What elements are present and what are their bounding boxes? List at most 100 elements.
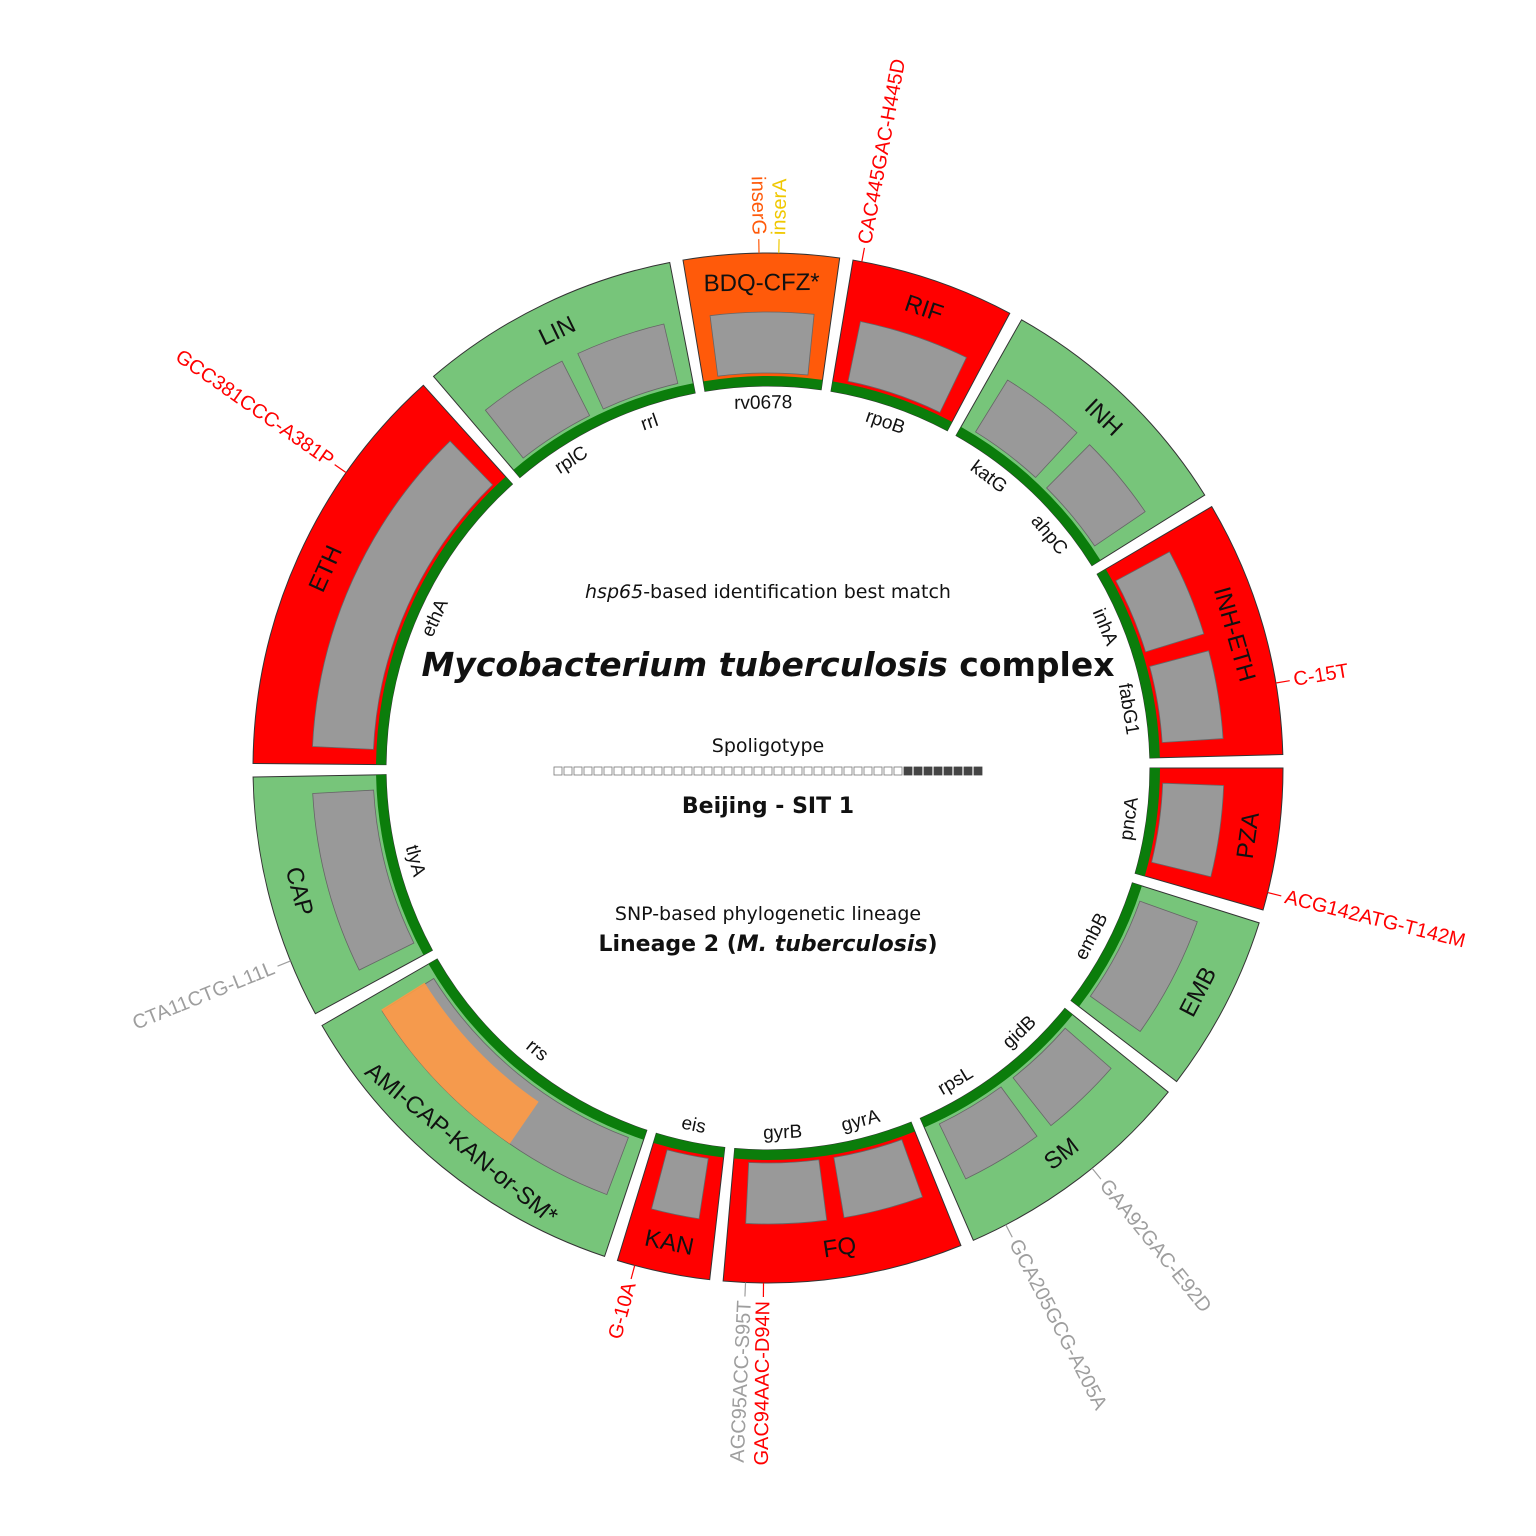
spacer-cell bbox=[783, 766, 793, 776]
drug-label-pza: PZA bbox=[1232, 811, 1265, 861]
gene-label-rrs: rrs bbox=[522, 1036, 552, 1066]
lineage-title: SNP-based phylogenetic lineage bbox=[615, 903, 921, 925]
lineage-italic: M. tuberculosis bbox=[737, 932, 928, 957]
coverage-etha bbox=[312, 440, 494, 750]
spacer-cell bbox=[683, 766, 693, 776]
lineage-prefix: Lineage 2 ( bbox=[598, 932, 736, 957]
spacer-cell bbox=[703, 766, 713, 776]
spacer-cell bbox=[593, 766, 603, 776]
spacer-cell bbox=[793, 766, 803, 776]
mutation-gca205gcg-a205a: GCA205GCG-A205A bbox=[1004, 1236, 1111, 1414]
spoligotype-title: Spoligotype bbox=[712, 735, 824, 757]
mutation-inserg: inserG bbox=[747, 176, 770, 235]
spacer-cell bbox=[813, 766, 823, 776]
spacer-cell bbox=[663, 766, 673, 776]
gene-track bbox=[1135, 768, 1161, 877]
spacer-cell bbox=[753, 766, 763, 776]
gene-track bbox=[653, 1133, 725, 1158]
spacer-cell bbox=[883, 766, 893, 776]
mutation-gaa92gac-e92d: GAA92GAC-E92D bbox=[1095, 1175, 1216, 1317]
spacer-cell bbox=[583, 766, 593, 776]
sector-pza: pncA PZA bbox=[1116, 767, 1284, 911]
spacer-cell bbox=[923, 766, 933, 776]
spacer-cell bbox=[913, 766, 923, 776]
gene-track bbox=[376, 774, 433, 956]
gene-label-rpob: rpoB bbox=[863, 406, 908, 439]
spacer-cell bbox=[853, 766, 863, 776]
mutation-cac445gac-h445d: CAC445GAC-H445D bbox=[854, 57, 910, 246]
gene-track bbox=[1097, 569, 1160, 759]
gene-track bbox=[513, 383, 696, 478]
sector-background bbox=[955, 319, 1206, 567]
gene-label-fabg1: fabG1 bbox=[1114, 682, 1143, 736]
coverage-rv0678 bbox=[709, 311, 815, 377]
center-info: hsp65-based identification best match My… bbox=[421, 581, 1114, 957]
spacer-cell bbox=[803, 766, 813, 776]
mutation-cta11ctg-l11l: CTA11CTG-L11L bbox=[130, 957, 278, 1034]
gene-track bbox=[733, 1122, 915, 1160]
spoligotype-name: Beijing - SIT 1 bbox=[682, 794, 854, 819]
spacer-cell bbox=[713, 766, 723, 776]
spacer-cell bbox=[953, 766, 963, 776]
mutation-g-10a: G-10A bbox=[604, 1279, 640, 1341]
species-name: Mycobacterium tuberculosis complex bbox=[421, 645, 1114, 684]
gene-track bbox=[703, 375, 823, 392]
drug-label-bdq-cfz: BDQ-CFZ* bbox=[703, 269, 819, 298]
hsp65-gene: hsp65 bbox=[585, 581, 643, 603]
mutation-insera: inserA bbox=[768, 178, 791, 236]
coverage-rpob bbox=[847, 321, 967, 413]
coverage-inha bbox=[1115, 551, 1205, 653]
spacer-cell bbox=[553, 766, 563, 776]
gene-track bbox=[920, 1008, 1073, 1128]
lineage-name: Lineage 2 (M. tuberculosis) bbox=[598, 932, 937, 957]
coverage-embb bbox=[1089, 900, 1198, 1033]
spacer-cell bbox=[693, 766, 703, 776]
coverage-rpsl bbox=[938, 1086, 1038, 1180]
coverage-gyra bbox=[833, 1139, 923, 1219]
gene-track bbox=[956, 426, 1101, 566]
gene-label-gyrb: gyrB bbox=[763, 1121, 803, 1144]
coverage-rplc bbox=[484, 360, 591, 459]
spacer-cell bbox=[893, 766, 903, 776]
mutation-tick bbox=[744, 1282, 747, 1297]
coverage-fabg1 bbox=[1149, 650, 1224, 743]
spacer-cell bbox=[903, 766, 913, 776]
spacer-cell bbox=[613, 766, 623, 776]
spacer-cell bbox=[643, 766, 653, 776]
spacer-cell bbox=[873, 766, 883, 776]
mutation-gac94aac-d94n: GAC94AAC-D94N bbox=[751, 1301, 774, 1466]
gene-label-pnca: pncA bbox=[1116, 796, 1143, 842]
spacer-cell bbox=[733, 766, 743, 776]
spacer-cell bbox=[973, 766, 983, 776]
coverage-gyrb bbox=[745, 1159, 828, 1225]
lineage-suffix: ) bbox=[927, 932, 937, 957]
coverage-pnca bbox=[1151, 782, 1225, 878]
hsp65-caption-rest: -based identification best match bbox=[643, 581, 951, 603]
gene-label-tlya: tlyA bbox=[401, 843, 429, 879]
species-suffix: complex bbox=[948, 645, 1115, 684]
low-coverage-rrs bbox=[381, 982, 539, 1144]
mutation-gcc381ccc-a381p: GCC381CCC-A381P bbox=[171, 346, 338, 472]
spacer-cell bbox=[823, 766, 833, 776]
gene-track bbox=[831, 381, 953, 431]
drug-label-fq: FQ bbox=[821, 1232, 858, 1264]
spacer-cell bbox=[833, 766, 843, 776]
spacer-cell bbox=[773, 766, 783, 776]
coverage-eis bbox=[651, 1149, 709, 1220]
coverage-gidb bbox=[1012, 1027, 1112, 1127]
spacer-cell bbox=[623, 766, 633, 776]
spacer-cell bbox=[743, 766, 753, 776]
spacer-cell bbox=[723, 766, 733, 776]
gene-label-rrl: rrl bbox=[638, 410, 661, 435]
coverage-tlya bbox=[312, 789, 415, 971]
coverage-rrl bbox=[577, 323, 679, 410]
